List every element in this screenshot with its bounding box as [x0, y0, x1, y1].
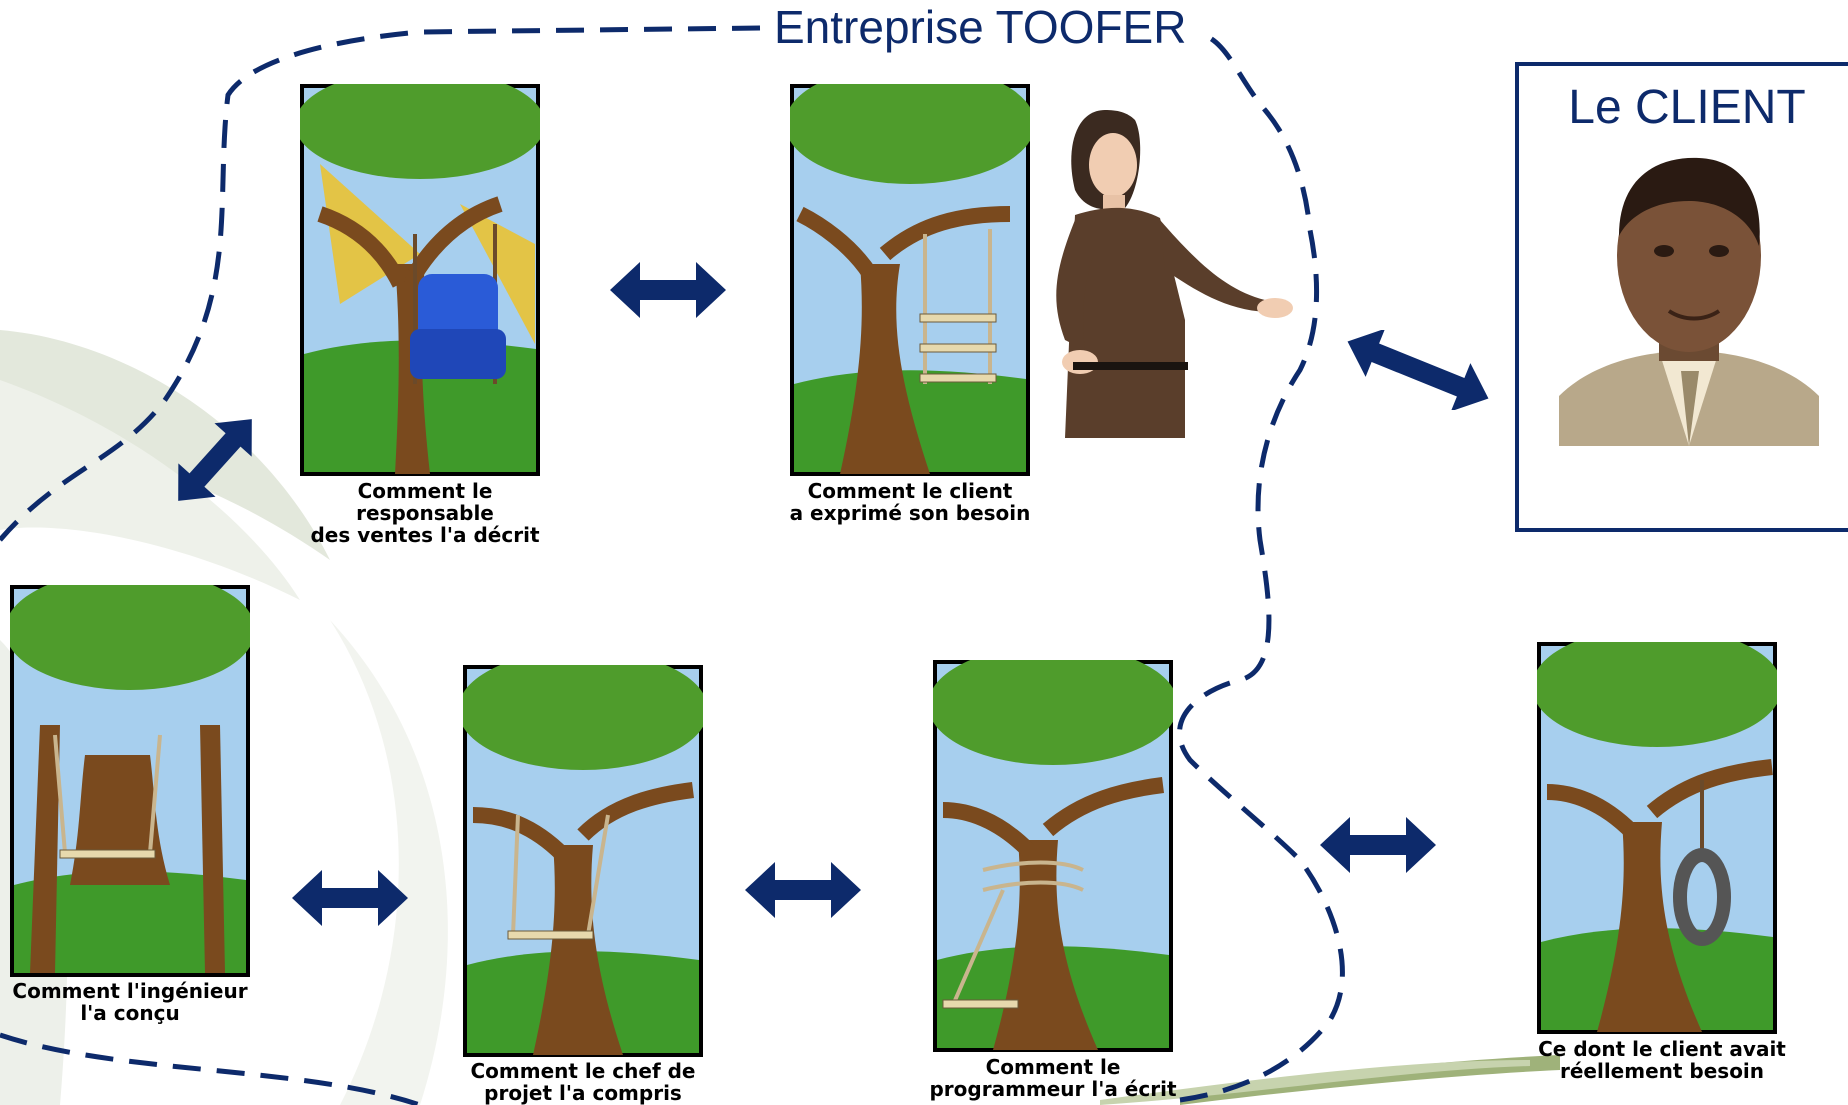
- caption-sales: Comment le responsable des ventes l'a dé…: [310, 479, 540, 547]
- panel-engineer: [10, 585, 250, 977]
- caption-pm: Comment le chef de projet l'a compris: [470, 1059, 696, 1105]
- panel-pm: [463, 665, 703, 1057]
- caption-programmer: Comment le programmeur l'a écrit: [929, 1055, 1177, 1101]
- caption-engineer: Comment l'ingénieur l'a conçu: [12, 979, 248, 1025]
- panel-sales: [300, 84, 540, 476]
- panel-client: [790, 84, 1030, 476]
- client-title: Le CLIENT: [1568, 81, 1806, 134]
- double-arrow-icon: [1347, 330, 1489, 410]
- client-box: Le CLIENT: [1515, 62, 1848, 532]
- double-arrow-icon: [178, 419, 252, 501]
- double-arrow-icon: [610, 262, 726, 318]
- woman-avatar-icon: [1056, 110, 1293, 438]
- caption-real: Ce dont le client avait réellement besoi…: [1538, 1037, 1786, 1083]
- panel-programmer: [933, 660, 1173, 1052]
- panel-real: [1537, 642, 1777, 1034]
- caption-client: Comment le client a exprimé son besoin: [789, 479, 1031, 525]
- double-arrow-icon: [1320, 817, 1436, 873]
- company-label: Entreprise TOOFER: [768, 0, 1193, 54]
- double-arrow-icon: [745, 862, 861, 918]
- double-arrow-icon: [292, 870, 408, 926]
- man-avatar-icon: [1559, 157, 1819, 446]
